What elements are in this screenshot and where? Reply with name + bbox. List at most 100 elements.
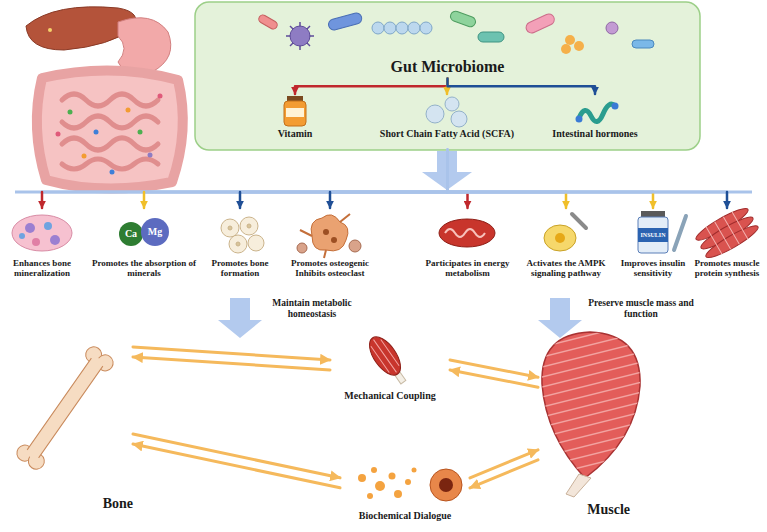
interaction-node: Biochemical Dialogue: [340, 462, 470, 522]
connector: [133, 434, 340, 478]
gut-illustration: [158, 94, 163, 99]
effect-label: Promotes bone formation: [206, 258, 274, 279]
bone-cell-icon: [12, 215, 72, 251]
mineral-icon: [141, 218, 169, 246]
gut-illustration: [148, 153, 153, 158]
gut-illustration: [110, 170, 115, 175]
muscle-drawing: [566, 474, 591, 497]
effect-item: Participates in energy metabolism: [420, 208, 515, 279]
connector: [330, 150, 448, 208]
signal-molecules: [405, 479, 411, 485]
ampk-icon: [544, 225, 576, 251]
muscle-fiber-icon: [706, 212, 748, 255]
connector: [240, 150, 448, 208]
connector-line: [239, 192, 242, 208]
gut-illustration: [138, 130, 143, 135]
bone-cell-icon: [19, 233, 25, 239]
mitochondrion-icon: [439, 219, 495, 247]
connector-line: [466, 192, 469, 208]
bone-cell-icon: [32, 238, 40, 246]
connector-line: [450, 370, 538, 387]
gut-illustration: [62, 94, 158, 169]
effect-label: Promotes the absorption of minerals: [88, 258, 200, 279]
flow-arrow: [538, 298, 582, 338]
osteoclast-icon: [323, 229, 329, 235]
bacteria: [257, 10, 654, 54]
muscle-tendon-icon: [363, 332, 406, 381]
effect-label: Promotes muscle protein synthesis: [692, 258, 762, 279]
effect-label: Improves insulin sensitivity: [616, 258, 690, 279]
gut-illustration: [26, 7, 183, 189]
connector: [133, 357, 330, 370]
source-label: Short Chain Fatty Acid (SCFA): [362, 128, 532, 140]
bone-drawing: [14, 344, 117, 473]
bacteria: [606, 22, 618, 34]
osteoblast-icon: [221, 219, 239, 237]
bacteria: [384, 22, 396, 34]
bacteria: [632, 40, 654, 48]
interaction-node: Mechanical Coupling: [330, 335, 450, 402]
organ-label: Muscle: [538, 502, 630, 518]
effect-item: Improves insulin sensitivity: [616, 208, 690, 279]
connector-line: [295, 78, 448, 94]
connector: [470, 460, 538, 488]
gut-illustration: [37, 70, 183, 188]
connector-line: [240, 150, 448, 192]
muscle-drawing: [530, 320, 650, 480]
bone-cell-icon: [50, 235, 60, 245]
connector: [450, 360, 538, 377]
connector: [42, 150, 448, 208]
bacteria: [396, 22, 408, 34]
connector: [144, 150, 448, 208]
signal-molecules: [439, 478, 453, 492]
connector-line: [41, 192, 44, 208]
connector-line: [652, 192, 655, 208]
ampk-icon: [544, 214, 586, 251]
element-symbol: Ca: [119, 228, 143, 240]
vitamin-bottle: [284, 96, 306, 126]
signal-molecules: [367, 493, 373, 499]
gut-illustration: [126, 108, 131, 113]
muscle-tendon-icon: [369, 336, 402, 376]
bacteria: [524, 12, 556, 35]
interaction-label: Mechanical Coupling: [330, 390, 450, 402]
vitamin-bottle: [284, 101, 306, 126]
connector: [450, 370, 538, 387]
connector: [448, 150, 654, 208]
effect-label: Activates the AMPK signaling pathway: [520, 258, 612, 279]
panel-title: Gut Microbiome: [195, 58, 700, 76]
insulin-vial: [638, 228, 668, 242]
bacteria: [565, 35, 575, 45]
osteoblast-icon: [247, 224, 251, 228]
bacteria: [290, 26, 310, 46]
insulin-vial: [674, 216, 686, 250]
bacteria: [478, 32, 504, 42]
connector: [448, 150, 567, 208]
connector-line: [330, 150, 448, 192]
connector-line: [448, 150, 567, 192]
osteoblast-icon: [221, 217, 264, 253]
connector-line: [448, 150, 654, 192]
connector-line: [133, 357, 330, 370]
bacteria: [574, 41, 584, 51]
osteoclast-icon: [349, 240, 361, 252]
connector-line: [450, 360, 538, 377]
connector: [448, 78, 596, 94]
gut-illustration: [48, 28, 52, 32]
hormone-icon: [612, 103, 619, 110]
effect-item: Promotes the absorption of minerals: [88, 208, 200, 279]
mineral-icon: [119, 218, 169, 246]
source-label: Vitamin: [260, 128, 330, 140]
osteoblast-icon: [248, 235, 264, 251]
effect-item: Promotes osteogenic Inhibits osteoclast: [280, 208, 380, 279]
microbiome-bubble: [195, 2, 700, 150]
pathway-label: Maintain metabolic homeostasis: [266, 298, 358, 320]
microbiome-panel: Gut MicrobiomeVitamin Short Chain Fatty A…: [195, 2, 700, 150]
connector-line: [448, 78, 596, 94]
source-item: Intestinal hormones: [540, 94, 650, 140]
bone-cell-icon: [44, 222, 52, 230]
connector: [133, 444, 340, 488]
connector-line: [133, 434, 340, 478]
connector-line: [42, 150, 448, 192]
bacteria: [290, 26, 310, 46]
